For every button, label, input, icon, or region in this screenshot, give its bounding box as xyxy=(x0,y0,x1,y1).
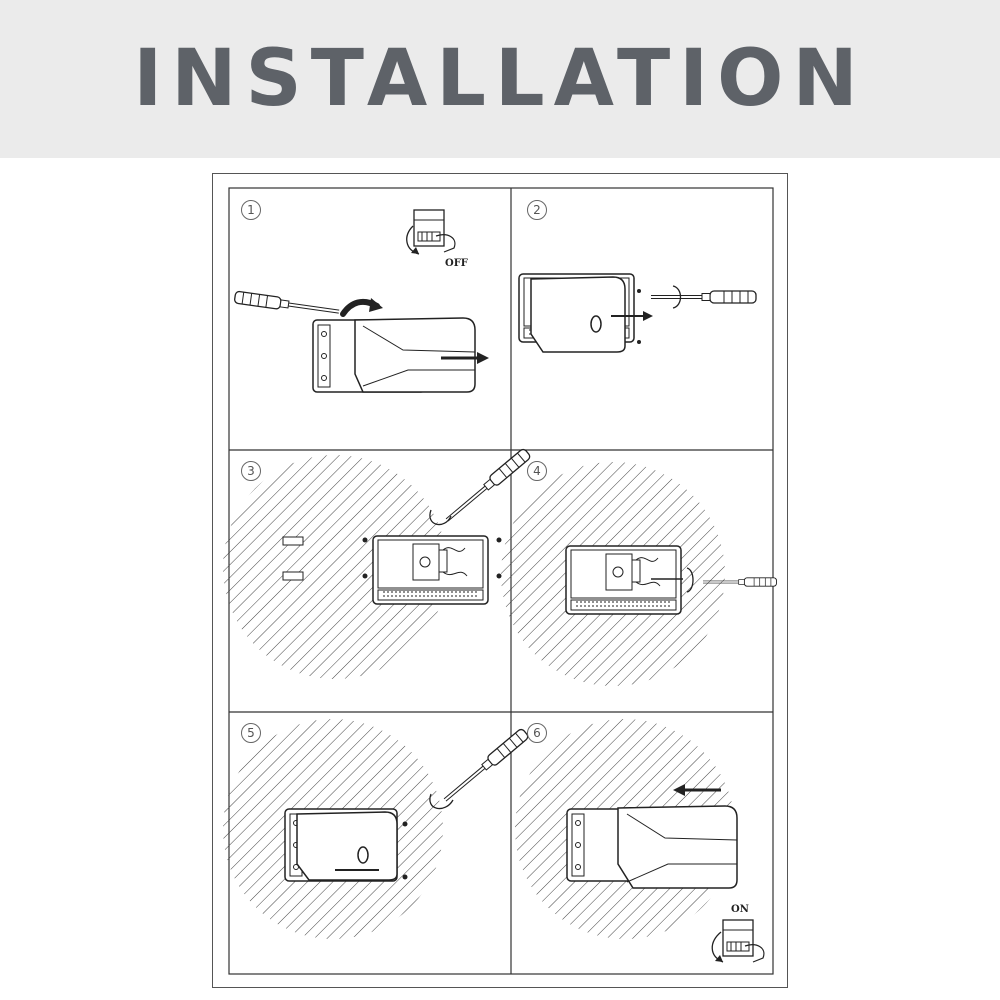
rotate-arrow-icon xyxy=(672,285,682,309)
fixture-cover xyxy=(617,805,738,889)
power-switch-off-icon xyxy=(413,209,456,253)
rotate-arrow-icon xyxy=(429,793,454,810)
screwdriver-icon xyxy=(650,290,757,304)
step-4-panel xyxy=(501,462,777,686)
power-switch-on-icon xyxy=(722,919,765,963)
rotate-arrow-icon xyxy=(686,567,694,593)
wall-anchor-icon xyxy=(282,536,304,581)
step-number-2: 2 xyxy=(527,200,547,220)
page-title: INSTALLATION xyxy=(133,34,867,124)
installation-diagram xyxy=(223,187,777,975)
fixture-base-open xyxy=(565,545,682,615)
step-2-panel xyxy=(518,273,757,353)
switch-off-label: OFF xyxy=(445,258,468,269)
step-number-1: 1 xyxy=(241,200,261,220)
step-number-5: 5 xyxy=(241,723,261,743)
fixture-cover xyxy=(530,276,626,353)
switch-on-label: ON xyxy=(731,904,749,915)
step-3-panel xyxy=(223,447,532,679)
screwdriver-icon xyxy=(233,290,341,319)
screwdriver-icon xyxy=(440,727,530,806)
step-number-4: 4 xyxy=(527,461,547,481)
installation-sheet: 1 2 3 4 5 6 OFF ON xyxy=(212,173,788,988)
rotate-arrow-icon xyxy=(429,509,452,526)
step-number-3: 3 xyxy=(241,461,261,481)
screwdriver-icon xyxy=(442,447,532,526)
fixture-cover xyxy=(354,317,476,393)
fixture-cover xyxy=(296,811,398,881)
fixture-base-open xyxy=(372,535,489,605)
step-1-panel xyxy=(233,209,489,393)
wall-hatch xyxy=(223,455,447,679)
step-5-panel xyxy=(223,719,530,939)
step-number-6: 6 xyxy=(527,723,547,743)
header-banner: INSTALLATION xyxy=(0,0,1000,158)
step-6-panel xyxy=(515,719,765,963)
